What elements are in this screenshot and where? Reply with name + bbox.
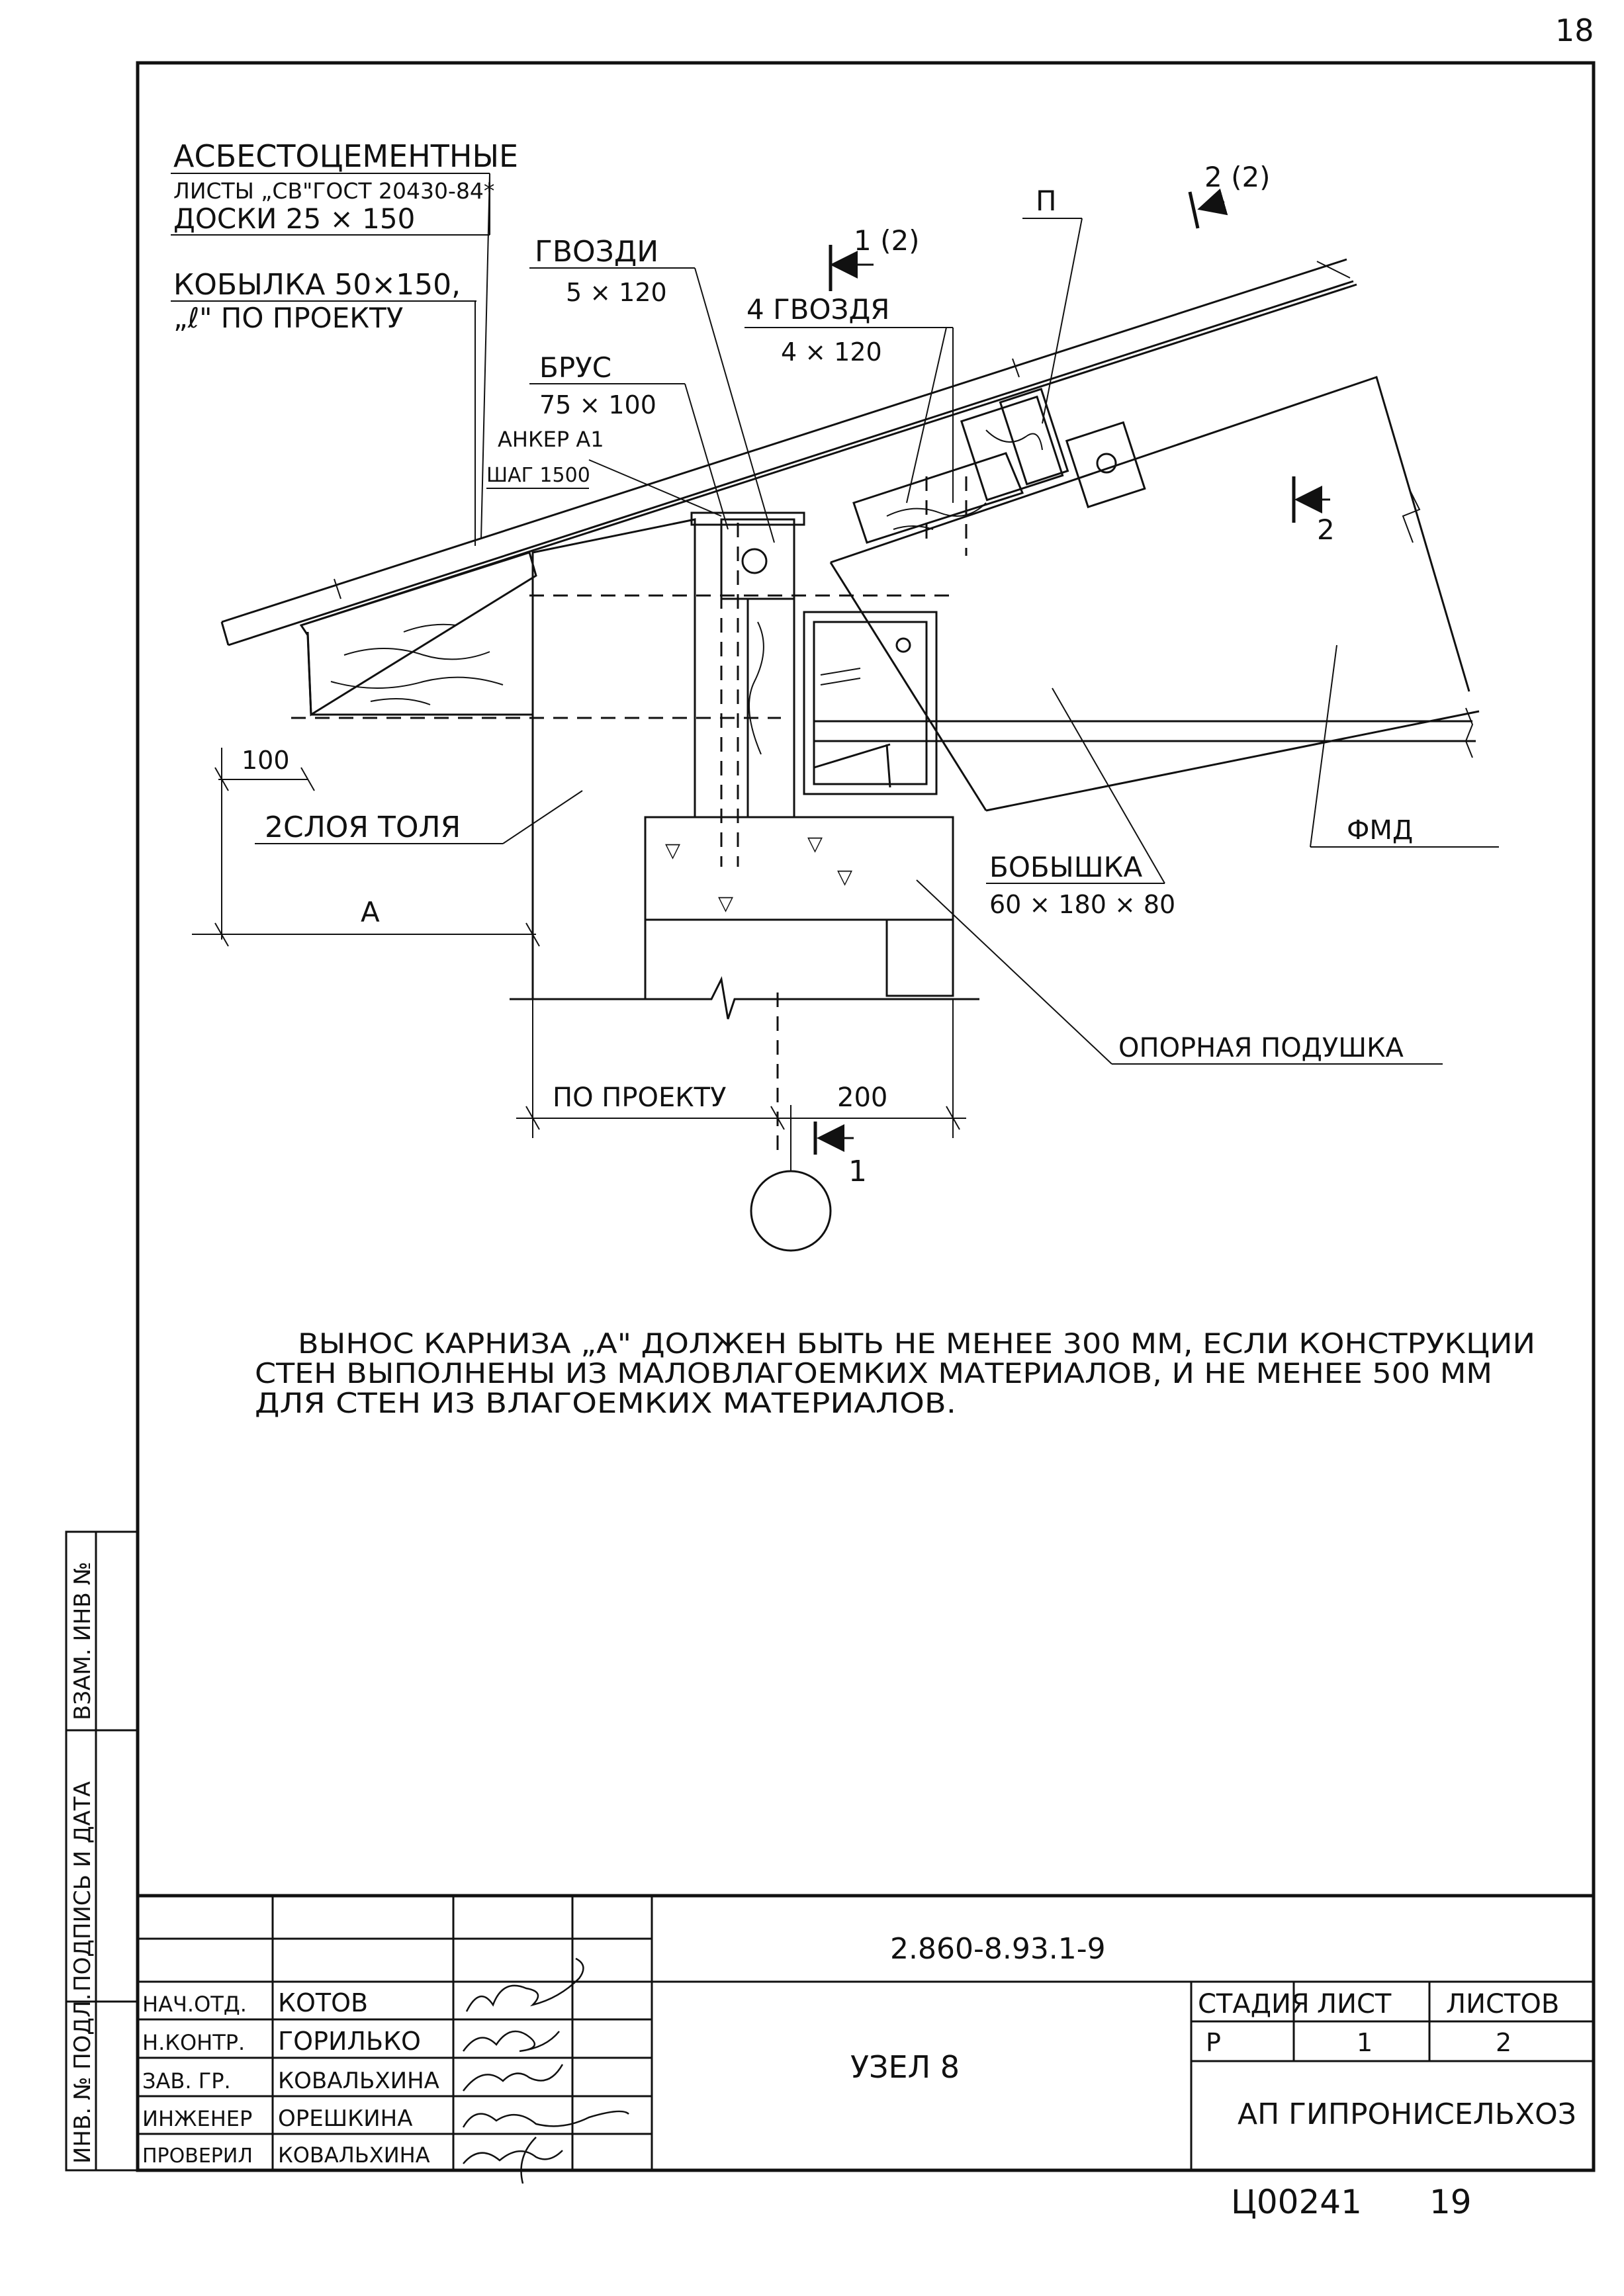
label-bobyshka: БОБЫШКА — [989, 851, 1142, 883]
label-p: П — [1036, 185, 1057, 217]
page-number: 18 — [1555, 13, 1594, 48]
svg-text:▽: ▽ — [837, 865, 852, 889]
dim-100-label: 100 — [242, 746, 290, 775]
stamp-vzam-inv: ВЗАМ. ИНВ № — [69, 1562, 96, 1720]
role-1: Н.КОНТР. — [142, 2030, 245, 2055]
stage-value: Р — [1206, 2028, 1221, 2057]
callout-four-nails: 4 ГВОЗДЯ 4 × 120 — [744, 293, 954, 504]
role-3: ИНЖЕНЕР — [142, 2106, 252, 2131]
side-stamp: ИНВ. № ПОДЛ. ПОДПИСЬ И ДАТА ВЗАМ. ИНВ № — [65, 1530, 139, 2172]
bobyshka-block — [852, 388, 1146, 544]
stage-label: СТАДИЯ — [1198, 1989, 1310, 2019]
section-arrow-2 — [1292, 476, 1330, 523]
section-arrow-2-2-top — [1188, 188, 1228, 229]
sheets-value: 2 — [1496, 2028, 1511, 2057]
section-label-2-2-top: 2 (2) — [1204, 161, 1271, 193]
dim-100 — [214, 748, 315, 940]
label-asbestos-title: АСБЕСТОЦЕМЕНТНЫЕ — [173, 138, 518, 174]
sheet-value: 1 — [1357, 2028, 1373, 2057]
svg-text:▽: ▽ — [665, 839, 680, 862]
brick-wall — [531, 518, 954, 1000]
section-arrow-1-bottom — [813, 1122, 854, 1155]
organization-name: АП ГИПРОНИСЕЛЬХОЗ — [1238, 2097, 1576, 2131]
role-2: ЗАВ. ГР. — [142, 2068, 231, 2094]
label-nails-size: 5 × 120 — [566, 278, 667, 307]
dim-a-label: А — [361, 896, 380, 928]
name-4: КОВАЛЬХИНА — [278, 2142, 430, 2168]
callout-kobylka: КОБЫЛКА 50×150, „ℓ" ПО ПРОЕКТУ — [171, 268, 476, 546]
label-support-pad: ОПОРНАЯ ПОДУШКА — [1118, 1033, 1404, 1063]
name-0: КОТОВ — [278, 1988, 368, 2017]
signatures — [462, 1957, 629, 2184]
label-kobylka: КОБЫЛКА 50×150, — [173, 268, 461, 302]
dim-200-label: 200 — [837, 1082, 887, 1113]
label-anchor: АНКЕР А1 — [498, 427, 604, 452]
note-line-1: ВЫНОС КАРНИЗА „А" ДОЛЖЕН БЫТЬ НЕ МЕНЕЕ 3… — [298, 1327, 1535, 1360]
sheet-label: ЛИСТ — [1317, 1989, 1392, 2019]
name-1: ГОРИЛЬКО — [278, 2027, 421, 2056]
note-line-2: СТЕН ВЫПОЛНЕНЫ ИЗ МАЛОВЛАГОЕМКИХ МАТЕРИА… — [255, 1357, 1492, 1390]
kobylka-wood — [299, 551, 537, 717]
callout-two-layers: 2СЛОЯ ТОЛЯ — [255, 790, 583, 844]
label-brus: БРУС — [539, 351, 611, 384]
dim-by-project-label: ПО ПРОЕКТУ — [553, 1082, 726, 1113]
label-boards: ДОСКИ 25 × 150 — [173, 202, 415, 235]
callout-brus: БРУС 75 × 100 — [529, 351, 729, 530]
callout-anchor: АНКЕР А1 ШАГ 1500 — [486, 427, 722, 517]
support-pad: ▽ ▽ ▽ ▽ — [644, 816, 954, 921]
callout-bobyshka: БОБЫШКА 60 × 180 × 80 — [986, 687, 1175, 919]
wall-break-line — [510, 976, 979, 1020]
label-nails: ГВОЗДИ — [535, 235, 658, 269]
plate-fmd — [814, 707, 1476, 758]
bobyshka-lower — [803, 611, 938, 795]
label-bobyshka-size: 60 × 180 × 80 — [989, 890, 1175, 919]
section-label-1-bottom: 1 — [848, 1155, 867, 1188]
dim-a — [192, 922, 540, 947]
role-0: НАЧ.ОТД. — [142, 1992, 247, 2017]
label-four-nails: 4 ГВОЗДЯ — [746, 293, 889, 326]
note-line-3: ДЛЯ СТЕН ИЗ ВЛАГОЕМКИХ МАТЕРИАЛОВ. — [255, 1387, 956, 1419]
label-anchor-step: ШАГ 1500 — [486, 464, 590, 487]
label-fmd: ФМД — [1347, 815, 1413, 846]
rafter-leg — [829, 376, 1480, 812]
callout-p: П — [1022, 185, 1083, 424]
section-label-1-2-top: 1 (2) — [854, 224, 920, 257]
label-two-layers: 2СЛОЯ ТОЛЯ — [265, 811, 461, 844]
label-four-nails-size: 4 × 120 — [781, 337, 882, 367]
name-3: ОРЕШКИНА — [278, 2105, 413, 2132]
svg-text:▽: ▽ — [718, 892, 733, 915]
drawing-frame — [136, 61, 1596, 2172]
axis-marker — [750, 1170, 832, 1252]
dim-by-project — [516, 999, 966, 1138]
stamp-inv-podl: ИНВ. № ПОДЛ. — [69, 1994, 96, 2164]
label-kobylka-l: „ℓ" ПО ПРОЕКТУ — [173, 302, 403, 334]
section-label-2: 2 — [1317, 513, 1335, 546]
sheets-label: ЛИСТОВ — [1446, 1989, 1559, 2019]
title-block — [136, 1894, 1596, 2172]
label-brus-size: 75 × 100 — [539, 390, 656, 419]
brus-beam — [690, 511, 805, 818]
callout-asbestos: АСБЕСТОЦЕМЕНТНЫЕ ЛИСТЫ „СВ"ГОСТ 20430-84… — [171, 138, 518, 540]
archive-page: 19 — [1429, 2183, 1472, 2221]
callout-support-pad: ОПОРНАЯ ПОДУШКА — [916, 879, 1443, 1065]
name-2: КОВАЛЬХИНА — [278, 2068, 439, 2094]
stamp-sign-date: ПОДПИСЬ И ДАТА — [69, 1781, 96, 1992]
sheet-title: УЗЕЛ 8 — [850, 2049, 960, 2085]
doc-code: 2.860-8.93.1-9 — [890, 1932, 1106, 1966]
archive-number: Ц00241 — [1231, 2183, 1362, 2221]
svg-text:▽: ▽ — [807, 832, 823, 856]
hidden-lines — [291, 476, 968, 1151]
callout-nails: ГВОЗДИ 5 × 120 — [529, 235, 775, 543]
label-asbestos-gost: ЛИСТЫ „СВ"ГОСТ 20430-84* — [173, 178, 494, 204]
callout-fmd: ФМД — [1310, 644, 1499, 848]
role-4: ПРОВЕРИЛ — [142, 2144, 253, 2168]
section-arrow-1-2-top — [829, 245, 874, 291]
